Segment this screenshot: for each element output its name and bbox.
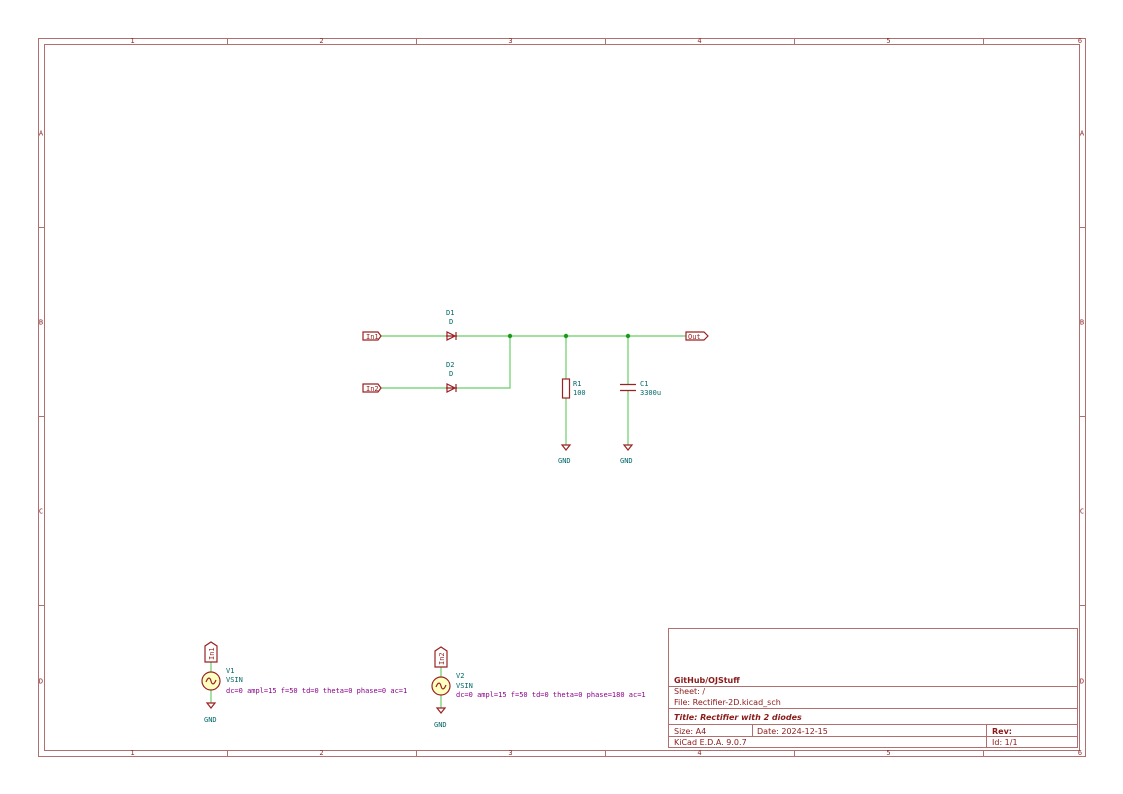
source-v1[interactable]: In1 GND V1 VSIN dc=0 ampl=15 f=50 td=0 t… [201, 641, 407, 724]
column-label: 4 [697, 37, 701, 45]
r1-ref: R1 [573, 380, 581, 388]
row-label: A [39, 130, 44, 138]
label-in1[interactable]: In1 [362, 331, 382, 341]
column-label: 1 [130, 37, 134, 45]
column-label: 4 [697, 749, 701, 757]
r1-value: 100 [573, 389, 586, 397]
column-label: 6 [1078, 37, 1082, 45]
column-label: 2 [319, 749, 323, 757]
company-name: GitHub/OJStuff [674, 676, 740, 685]
v2-value: VSIN [456, 682, 473, 690]
gnd-label: GND [558, 457, 571, 465]
row-label: B [39, 319, 43, 327]
source-v2[interactable]: In2 GND V2 VSIN dc=0 ampl=15 f=50 td=0 t… [431, 646, 646, 729]
resistor-r1[interactable]: R1 100 [561, 378, 586, 399]
sheet-rev: Rev: [992, 727, 1012, 736]
row-label: A [1080, 130, 1085, 138]
label-out[interactable]: Out [685, 331, 709, 341]
sheet-size: Size: A4 [674, 727, 706, 736]
row-label: B [1080, 319, 1084, 327]
diode-d1[interactable]: D1 D [446, 309, 457, 341]
column-label: 1 [130, 749, 134, 757]
tool-version: KiCad E.D.A. 9.0.7 [674, 738, 747, 747]
file-name: File: Rectifier-2D.kicad_sch [674, 698, 781, 707]
gnd-label: GND [434, 721, 447, 729]
column-label: 2 [319, 37, 323, 45]
column-label: 5 [886, 749, 890, 757]
diode-d2[interactable]: D2 D [446, 361, 457, 393]
gnd-label: GND [204, 716, 217, 724]
gnd-symbol-c1[interactable]: GND [620, 444, 634, 465]
sheet-title: Title: Rectifier with 2 diodes [674, 713, 802, 722]
c1-ref: C1 [640, 380, 648, 388]
column-label: 5 [886, 37, 890, 45]
gnd-label: GND [620, 457, 633, 465]
v2-params: dc=0 ampl=15 f=50 td=0 theta=0 phase=180… [456, 691, 646, 699]
column-label: 3 [508, 37, 512, 45]
v1-label-in1: In1 [208, 647, 216, 660]
d1-value: D [449, 318, 453, 326]
title-block: GitHub/OJStuff Sheet: / File: Rectifier-… [668, 628, 1078, 748]
label-in2[interactable]: In2 [362, 383, 382, 393]
row-label: C [39, 508, 43, 516]
label-in1-text: In1 [366, 333, 379, 341]
row-label: D [1080, 678, 1084, 686]
column-label: 3 [508, 749, 512, 757]
capacitor-c1[interactable]: C1 3300u [620, 380, 661, 397]
v1-ref: V1 [226, 667, 234, 675]
v1-value: VSIN [226, 676, 243, 684]
v1-params: dc=0 ampl=15 f=50 td=0 theta=0 phase=0 a… [226, 687, 407, 695]
row-label: D [39, 678, 43, 686]
c1-value: 3300u [640, 389, 661, 397]
sheet-date: Date: 2024-12-15 [757, 727, 828, 736]
d2-ref: D2 [446, 361, 454, 369]
column-label: 6 [1078, 749, 1082, 757]
label-out-text: Out [688, 333, 701, 341]
label-in2-text: In2 [366, 385, 379, 393]
sheet-name: Sheet: / [674, 687, 705, 696]
v2-ref: V2 [456, 672, 464, 680]
sheet-id: Id: 1/1 [992, 738, 1018, 747]
row-label: C [1080, 508, 1084, 516]
wires [210, 333, 686, 708]
drawing-frame [38, 38, 1086, 757]
d2-value: D [449, 370, 453, 378]
gnd-symbol-r1[interactable]: GND [558, 444, 572, 465]
v2-label-in2: In2 [438, 652, 446, 665]
d1-ref: D1 [446, 309, 454, 317]
